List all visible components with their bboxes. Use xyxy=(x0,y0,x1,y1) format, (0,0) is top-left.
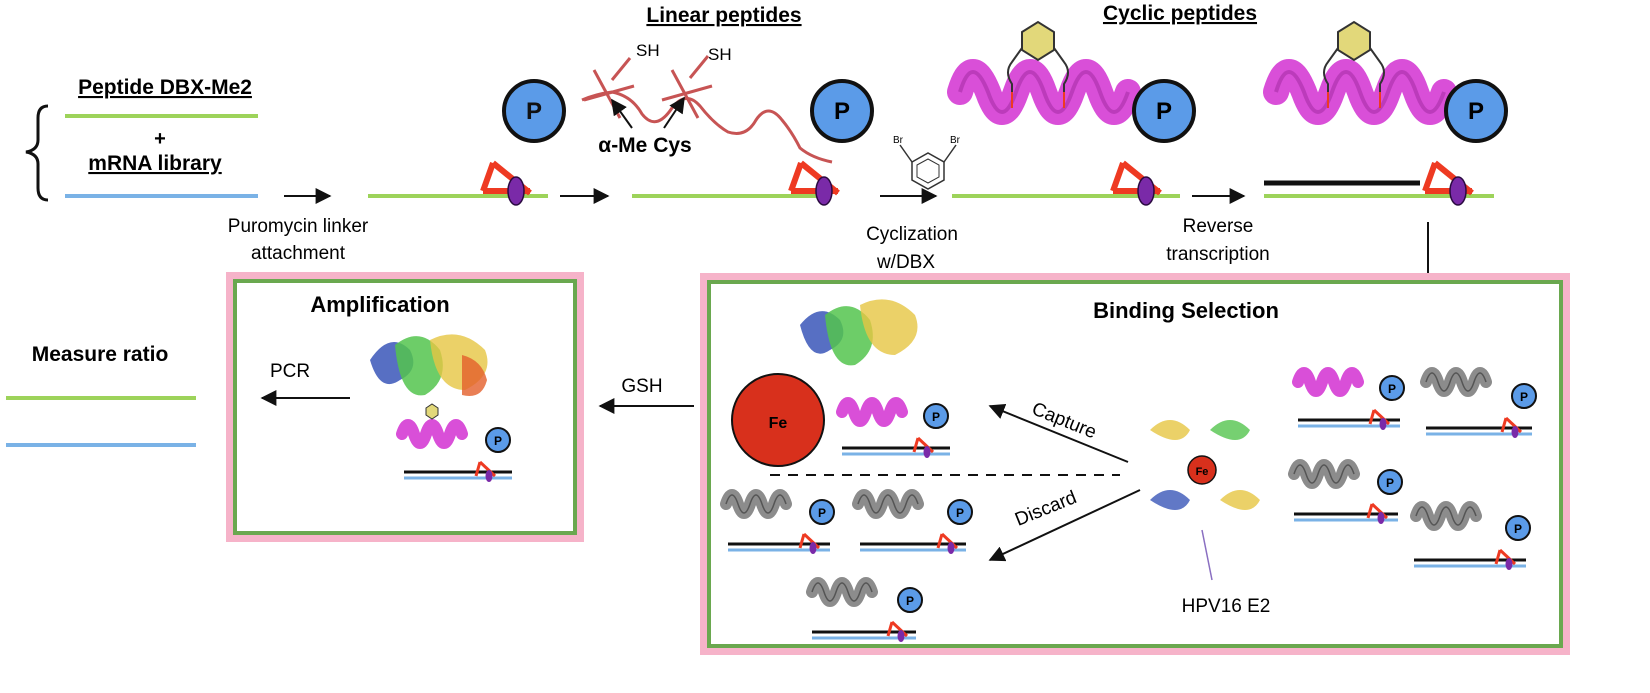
library-2-p: P xyxy=(1520,390,1528,404)
target-label: HPV16 E2 xyxy=(1182,596,1271,617)
sh-2: SH xyxy=(708,45,732,64)
step-cyclization-2: w/DBX xyxy=(876,252,935,273)
protein-amplification xyxy=(370,334,488,396)
step-cyclization-1: Cyclization xyxy=(866,224,958,245)
fe-bead xyxy=(731,373,825,467)
sh-1: SH xyxy=(636,41,660,60)
dbx-molecule: Br Br xyxy=(893,135,961,190)
brace xyxy=(25,104,49,202)
amp-p-label: P xyxy=(494,434,502,448)
mrna-title: mRNA library xyxy=(88,152,222,175)
amp-benzene xyxy=(425,403,439,420)
captured-p: P xyxy=(932,410,940,424)
helix-cyclic-1 xyxy=(960,72,1128,112)
benzene-bridge-2 xyxy=(1323,20,1385,108)
binding-title: Binding Selection xyxy=(1093,298,1279,323)
plus-sign: + xyxy=(154,128,166,150)
step-gsh: GSH xyxy=(621,376,662,397)
linear-peptide-chain xyxy=(581,90,833,164)
amplification-box xyxy=(233,279,577,535)
target-protein xyxy=(1150,420,1260,581)
discard-1-p: P xyxy=(818,506,826,520)
construct-1 xyxy=(483,81,564,205)
benzene-bridge-1 xyxy=(1007,20,1069,108)
step-puromycin-1: Puromycin linker xyxy=(228,216,369,237)
puromycin-3-label: P xyxy=(1156,98,1172,125)
puromycin-2-label: P xyxy=(834,98,850,125)
measure-title: Measure ratio xyxy=(32,343,169,366)
puromycin-1-label: P xyxy=(526,98,542,125)
arrow-discard xyxy=(988,489,1141,562)
amplification-title: Amplification xyxy=(310,292,449,317)
binding-glow xyxy=(700,273,1570,655)
arrow-capture xyxy=(988,404,1129,463)
target-fe: Fe xyxy=(1196,466,1209,478)
cyclic-title: Cyclic peptides xyxy=(1103,2,1257,25)
linear-title: Linear peptides xyxy=(646,4,801,27)
construct-2 xyxy=(791,81,872,205)
library-4-p: P xyxy=(1514,522,1522,536)
helix-cyclic-2 xyxy=(1276,72,1444,112)
puromycin-4-label: P xyxy=(1468,98,1484,125)
alpha-arrow-1 xyxy=(611,98,633,129)
br-2: Br xyxy=(950,135,961,146)
step-pcr: PCR xyxy=(270,361,310,382)
alpha-arrow-2 xyxy=(663,96,685,129)
peptide-title: Peptide DBX-Me2 xyxy=(78,76,252,99)
protein-captured xyxy=(800,299,918,366)
library-1-p: P xyxy=(1388,382,1396,396)
br-1: Br xyxy=(893,135,904,146)
cys-crosses xyxy=(583,69,713,119)
amplification-glow xyxy=(226,272,584,542)
step-reverse-2: transcription xyxy=(1166,244,1270,265)
fe-label: Fe xyxy=(769,415,788,432)
discard-3-p: P xyxy=(906,594,914,608)
library-3-p: P xyxy=(1386,476,1394,490)
step-reverse-1: Reverse xyxy=(1183,216,1254,237)
discard-2-p: P xyxy=(956,506,964,520)
alpha-me-cys: α-Me Cys xyxy=(598,134,691,157)
step-puromycin-2: attachment xyxy=(251,243,346,264)
cys-sidechains xyxy=(610,55,710,81)
